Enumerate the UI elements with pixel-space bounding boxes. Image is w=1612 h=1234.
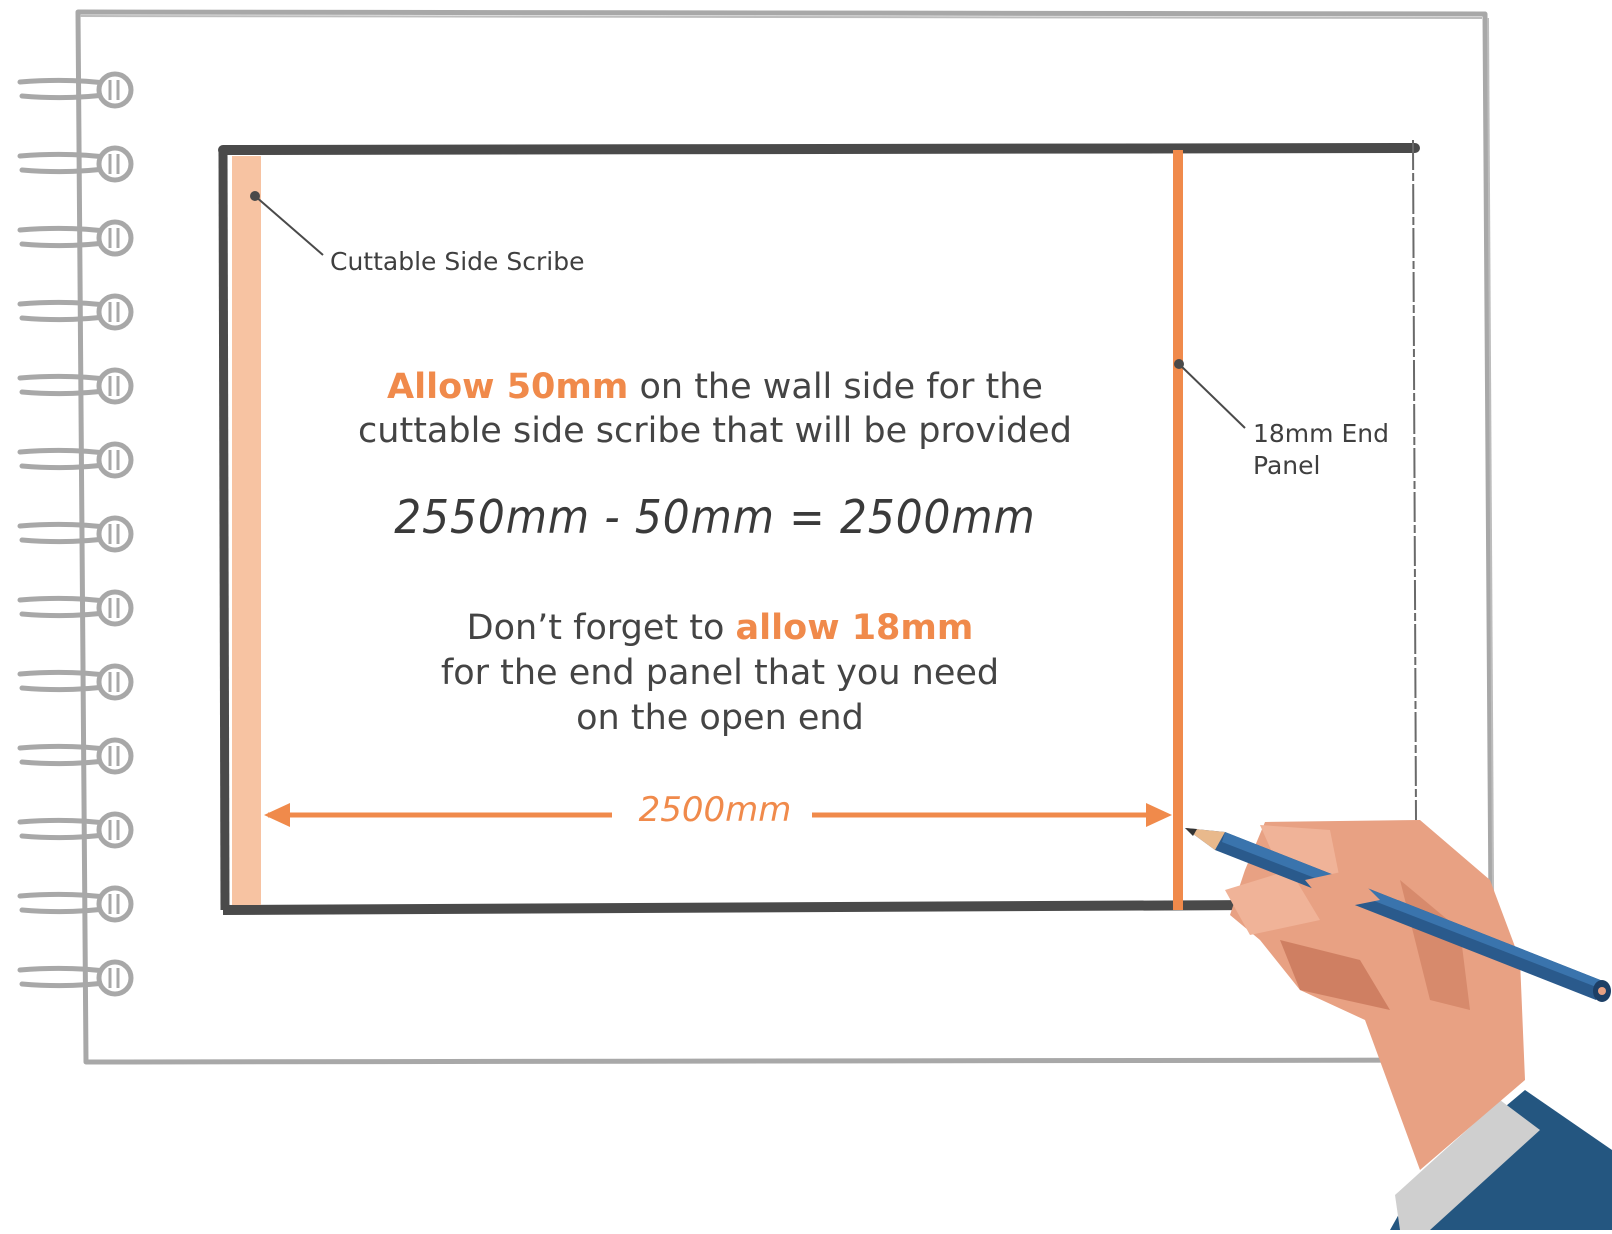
reminder: Don’t forget to allow 18mm for the end p… (360, 606, 1080, 741)
spiral-ring (20, 222, 131, 254)
side-scribe-strip (232, 156, 261, 905)
spiral-ring (20, 592, 131, 624)
reminder-line2: for the end panel that you need (360, 651, 1080, 696)
end-panel-label-line1: 18mm End (1253, 418, 1389, 450)
spiral-ring (20, 148, 131, 180)
headline-rest: on the wall side for the (628, 367, 1043, 407)
spiral-ring (20, 740, 131, 772)
reminder-prefix: Don’t forget to (467, 608, 736, 648)
headline-line2: cuttable side scribe that will be provid… (300, 409, 1130, 453)
headline: Allow 50mm on the wall side for the cutt… (300, 365, 1130, 453)
spiral-ring (20, 518, 131, 550)
end-panel-label-line2: Panel (1253, 450, 1389, 482)
spiral-ring (20, 888, 131, 920)
spiral-ring (20, 814, 131, 846)
dimension-label: 2500mm (630, 790, 800, 830)
spiral-ring (20, 666, 131, 698)
reminder-highlight: allow 18mm (736, 608, 974, 648)
reminder-line3: on the open end (360, 696, 1080, 741)
spiral-ring (20, 370, 131, 402)
equation: 2550mm - 50mm = 2500mm (333, 490, 1097, 544)
spiral-ring (20, 444, 131, 476)
end-panel-label: 18mm End Panel (1253, 418, 1389, 482)
spiral-ring (20, 962, 131, 994)
headline-highlight: Allow 50mm (387, 367, 628, 407)
spiral-ring (20, 74, 131, 106)
reminder-line1: Don’t forget to allow 18mm (360, 606, 1080, 651)
headline-line1: Allow 50mm on the wall side for the (300, 365, 1130, 409)
spiral-ring (20, 296, 131, 328)
end-panel-line (1173, 150, 1183, 910)
side-scribe-label: Cuttable Side Scribe (330, 246, 584, 278)
